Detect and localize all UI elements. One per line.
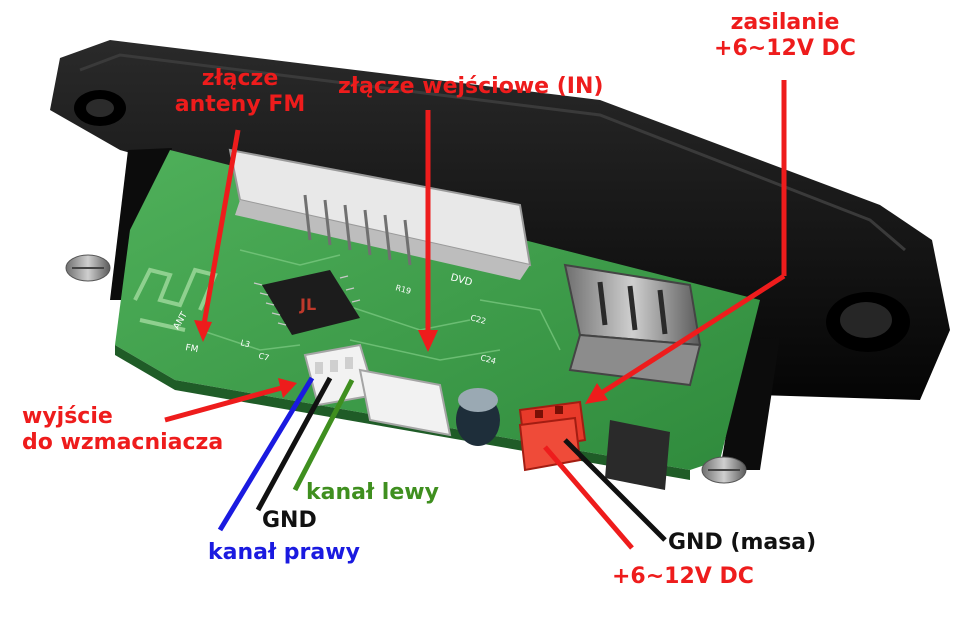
power-label-line1: zasilanie <box>730 10 840 35</box>
power-connector <box>518 400 587 472</box>
silkscreen-c22: C22 <box>469 313 487 326</box>
right-channel-label: kanał prawy <box>208 540 360 565</box>
fm-antenna-label-line2: anteny FM <box>174 92 306 117</box>
gnd-mass-label: GND (masa) <box>668 530 817 555</box>
left-channel-label: kanał lewy <box>306 480 439 505</box>
output-label-line2: do wzmacniacza <box>22 430 224 455</box>
silkscreen-l3: L3 <box>239 338 251 349</box>
main-chip: JL <box>253 270 361 335</box>
fm-antenna-label-line1: złącze <box>201 66 279 91</box>
usb-port <box>563 263 702 387</box>
ribbon-connector <box>228 148 532 280</box>
silkscreen-fm: FM <box>184 343 198 355</box>
electrolytic-capacitor <box>456 388 500 446</box>
power-label-top: zasilanie +6~12V DC <box>670 10 900 62</box>
gnd-label: GND <box>262 508 317 533</box>
mounting-screws <box>65 254 747 484</box>
output-connector <box>303 343 452 437</box>
silkscreen-r19: R19 <box>394 283 412 296</box>
silkscreen-c24: C24 <box>479 353 497 366</box>
input-connector-label: złącze wejściowe (IN) <box>338 74 604 99</box>
output-label-line1: wyjście <box>22 404 113 429</box>
annotation-arrows <box>164 80 787 550</box>
voltage-regulator <box>605 420 670 490</box>
svg-text:JL: JL <box>299 295 316 314</box>
fm-antenna-label: złącze anteny FM <box>155 66 325 118</box>
power-pin-label: +6~12V DC <box>612 564 754 589</box>
power-label-line2: +6~12V DC <box>714 36 856 61</box>
silkscreen-c7: C7 <box>257 351 270 362</box>
output-label: wyjście do wzmacniacza <box>22 404 223 456</box>
